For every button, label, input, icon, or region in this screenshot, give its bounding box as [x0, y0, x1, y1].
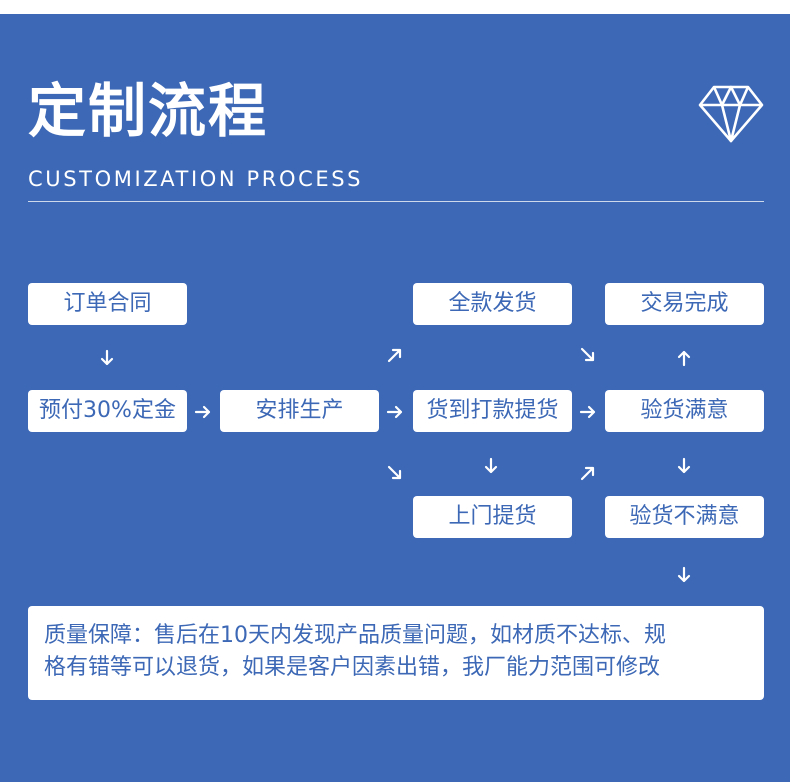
step-transaction-complete: 交易完成: [605, 283, 764, 325]
arrow-down-icon: [674, 456, 694, 476]
arrow-down-right-icon: [385, 463, 405, 483]
step-prepay-deposit: 预付30%定金: [28, 390, 187, 432]
arrow-right-icon: [385, 402, 405, 422]
quality-note-line: 格有错等可以退货，如果是客户因素出错，我厂能力范围可修改: [44, 655, 661, 680]
quality-guarantee-note: 质量保障：售后在10天内发现产品质量问题，如材质不达标、规 格有错等可以退货，如…: [28, 606, 764, 700]
arrow-right-icon: [193, 402, 213, 422]
arrow-down-icon: [97, 348, 117, 368]
step-arrange-production: 安排生产: [220, 390, 379, 432]
page-subtitle: CUSTOMIZATION PROCESS: [28, 167, 364, 191]
step-inspection-satisfied: 验货满意: [605, 390, 764, 432]
diamond-icon: [698, 84, 764, 144]
arrow-up-icon: [674, 348, 694, 368]
header-divider: [28, 201, 764, 202]
step-payment-pickup: 货到打款提货: [413, 390, 572, 432]
arrow-down-icon: [481, 456, 501, 476]
arrow-right-icon: [578, 402, 598, 422]
step-onsite-pickup: 上门提货: [413, 496, 572, 538]
arrow-up-right-icon: [578, 463, 598, 483]
arrow-up-right-icon: [385, 345, 405, 365]
process-panel: 定制流程 CUSTOMIZATION PROCESS 订单合同 预付30%定金 …: [0, 14, 790, 782]
arrow-down-right-icon: [578, 345, 598, 365]
quality-note-line: 质量保障：售后在10天内发现产品质量问题，如材质不达标、规: [44, 623, 666, 648]
step-full-payment-ship: 全款发货: [413, 283, 572, 325]
page-title: 定制流程: [28, 77, 269, 145]
step-order-contract: 订单合同: [28, 283, 187, 325]
step-inspection-unsatisfied: 验货不满意: [605, 496, 764, 538]
arrow-down-icon: [674, 565, 694, 585]
